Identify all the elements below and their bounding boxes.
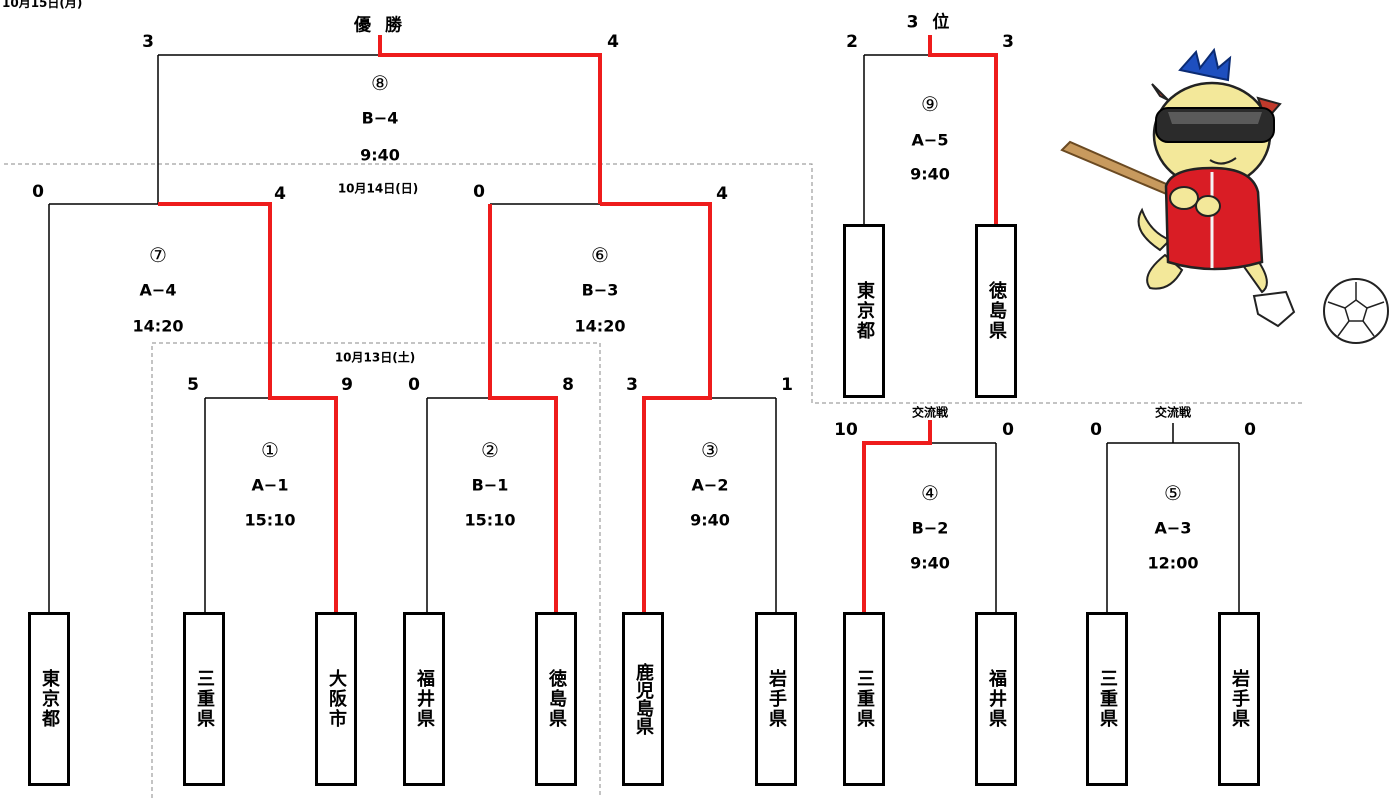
team-box-mie: 三重県 (183, 612, 225, 786)
score-match3-right: 1 (781, 375, 793, 395)
team-name: 三重県 (1094, 669, 1120, 729)
match5-code: A−3 (1155, 519, 1192, 538)
header-date: 10月15日(月) (2, 0, 82, 11)
winner-path-match3 (600, 204, 710, 614)
match7-code: A−4 (140, 281, 177, 300)
date-label-sunday: 10月14日(日) (338, 180, 418, 197)
match4-time: 9:40 (910, 554, 950, 573)
score-match6-left: 0 (473, 182, 485, 202)
team-name: 三重県 (191, 669, 217, 729)
match5-time: 12:00 (1148, 554, 1199, 573)
match8-time: 9:40 (360, 146, 400, 165)
team-name: 東京都 (851, 281, 877, 341)
team-name: 鹿児島県 (630, 663, 656, 735)
team-box-tokyo: 東京都 (28, 612, 70, 786)
team-name: 岩手県 (763, 669, 789, 729)
team-box-kagoshima: 鹿児島県 (622, 612, 664, 786)
winner-path-match1 (158, 204, 336, 614)
team-box-tokushima: 徳島県 (535, 612, 577, 786)
team-box-tokyo-third: 東京都 (843, 224, 885, 398)
match1-number: ① (261, 438, 279, 462)
match6-time: 14:20 (575, 317, 626, 336)
team-name: 福井県 (983, 669, 1009, 729)
team-name: 東京都 (36, 669, 62, 729)
match9-number: ⑨ (921, 92, 939, 116)
match8-code: B−4 (362, 109, 399, 128)
match2-code: B−1 (472, 476, 509, 495)
team-box-fukui: 福井県 (403, 612, 445, 786)
exchange-label-match5: 交流戦 (1155, 404, 1191, 421)
team-name: 大阪市 (323, 669, 349, 729)
score-match2-right: 8 (562, 375, 574, 395)
championship-title: 優 勝 (354, 11, 406, 36)
team-name: 福井県 (411, 669, 437, 729)
score-match3-left: 3 (626, 375, 638, 395)
team-box-osaka: 大阪市 (315, 612, 357, 786)
team-name: 徳島県 (983, 281, 1009, 341)
match3-code: A−2 (692, 476, 729, 495)
team-box-mie-exchange2: 三重県 (1086, 612, 1128, 786)
score-match5-left: 0 (1090, 420, 1102, 440)
score-match4-left: 10 (834, 420, 858, 440)
winner-path-match4 (864, 420, 930, 614)
match7-time: 14:20 (133, 317, 184, 336)
team-box-iwate-exchange: 岩手県 (1218, 612, 1260, 786)
mascot-illustration (1062, 50, 1388, 343)
match3-number: ③ (701, 438, 719, 462)
team-name: 徳島県 (543, 669, 569, 729)
team-box-fukui-exchange: 福井県 (975, 612, 1017, 786)
match4-code: B−2 (912, 519, 949, 538)
match1-code: A−1 (252, 476, 289, 495)
match1-time: 15:10 (245, 511, 296, 530)
score-match8-left: 3 (142, 32, 154, 52)
team-name: 岩手県 (1226, 669, 1252, 729)
score-match6-right: 4 (716, 184, 728, 204)
exchange-label-match4: 交流戦 (912, 404, 948, 421)
match4-number: ④ (921, 481, 939, 505)
third-place-title: 3 位 (907, 8, 954, 33)
score-match8-right: 4 (607, 32, 619, 52)
score-match7-left: 0 (32, 182, 44, 202)
team-name: 三重県 (851, 669, 877, 729)
match2-number: ② (481, 438, 499, 462)
score-match1-right: 9 (341, 375, 353, 395)
score-match4-right: 0 (1002, 420, 1014, 440)
score-match5-right: 0 (1244, 420, 1256, 440)
team-box-tokushima-third: 徳島県 (975, 224, 1017, 398)
winner-path-match2 (490, 204, 556, 614)
score-match2-left: 0 (408, 375, 420, 395)
sunday-boundary (4, 164, 1304, 403)
match9-time: 9:40 (910, 165, 950, 184)
team-box-iwate: 岩手県 (755, 612, 797, 786)
score-match7-right: 4 (274, 184, 286, 204)
match7-number: ⑦ (149, 243, 167, 267)
match6-number: ⑥ (591, 243, 609, 267)
score-match9-left: 2 (846, 32, 858, 52)
match8-number: ⑧ (371, 71, 389, 95)
date-label-saturday: 10月13日(土) (335, 349, 415, 366)
match2-time: 15:10 (465, 511, 516, 530)
match9-code: A−5 (912, 131, 949, 150)
team-box-mie-exchange: 三重県 (843, 612, 885, 786)
match3-time: 9:40 (690, 511, 730, 530)
match6-code: B−3 (582, 281, 619, 300)
match5-number: ⑤ (1164, 481, 1182, 505)
score-match9-right: 3 (1002, 32, 1014, 52)
score-match1-left: 5 (187, 375, 199, 395)
